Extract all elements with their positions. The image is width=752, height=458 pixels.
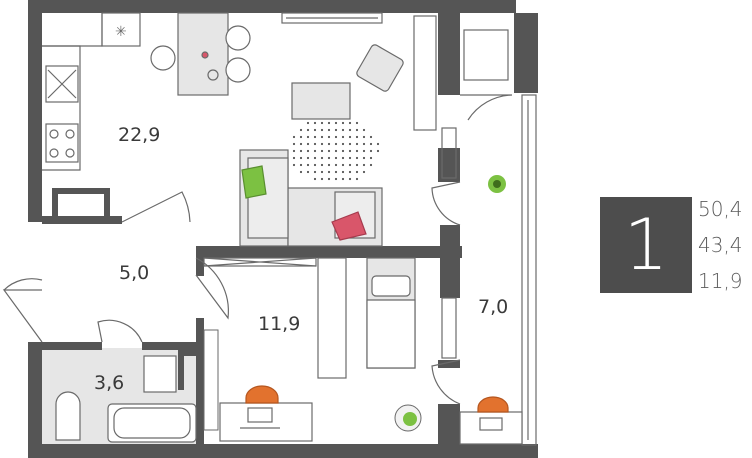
- bedroom-desk: [219, 385, 313, 442]
- floor-plan: ✳: [2, 0, 538, 458]
- area-list: 50,4 43,4 11,9: [698, 197, 750, 293]
- loggia-desk: [459, 396, 523, 445]
- plant-icon: [488, 175, 506, 193]
- doors: [2, 94, 513, 405]
- room-area-loggia: 7,0: [478, 296, 508, 318]
- room-area-living-kitchen: 22,9: [118, 124, 160, 146]
- kitchen: [42, 12, 141, 171]
- sofa: [239, 149, 383, 247]
- room-area-hall: 5,0: [119, 262, 149, 284]
- walls: [28, 0, 538, 458]
- bathroom-fixtures: [55, 355, 197, 443]
- radiator: [203, 329, 219, 431]
- room-area-bathroom: 3,6: [94, 372, 124, 394]
- tv-stand: [291, 82, 351, 120]
- rug: [292, 121, 380, 181]
- bed: [366, 257, 416, 369]
- plant-icon: [394, 404, 422, 432]
- total-area: 50,4: [698, 197, 743, 221]
- dining-table: [150, 12, 251, 96]
- secondary-area: 11,9: [698, 269, 743, 293]
- windows: [281, 12, 537, 446]
- room-count-badge: 1: [600, 197, 692, 293]
- wardrobe: [203, 257, 347, 379]
- armchair: [356, 44, 404, 92]
- living-area: 43,4: [698, 233, 743, 257]
- fan-icon: ✳: [115, 24, 127, 40]
- room-area-bedroom: 11,9: [258, 313, 300, 335]
- apartment-summary: 1 50,4 43,4 11,9: [600, 197, 750, 293]
- loggia-cabinet: [463, 29, 509, 81]
